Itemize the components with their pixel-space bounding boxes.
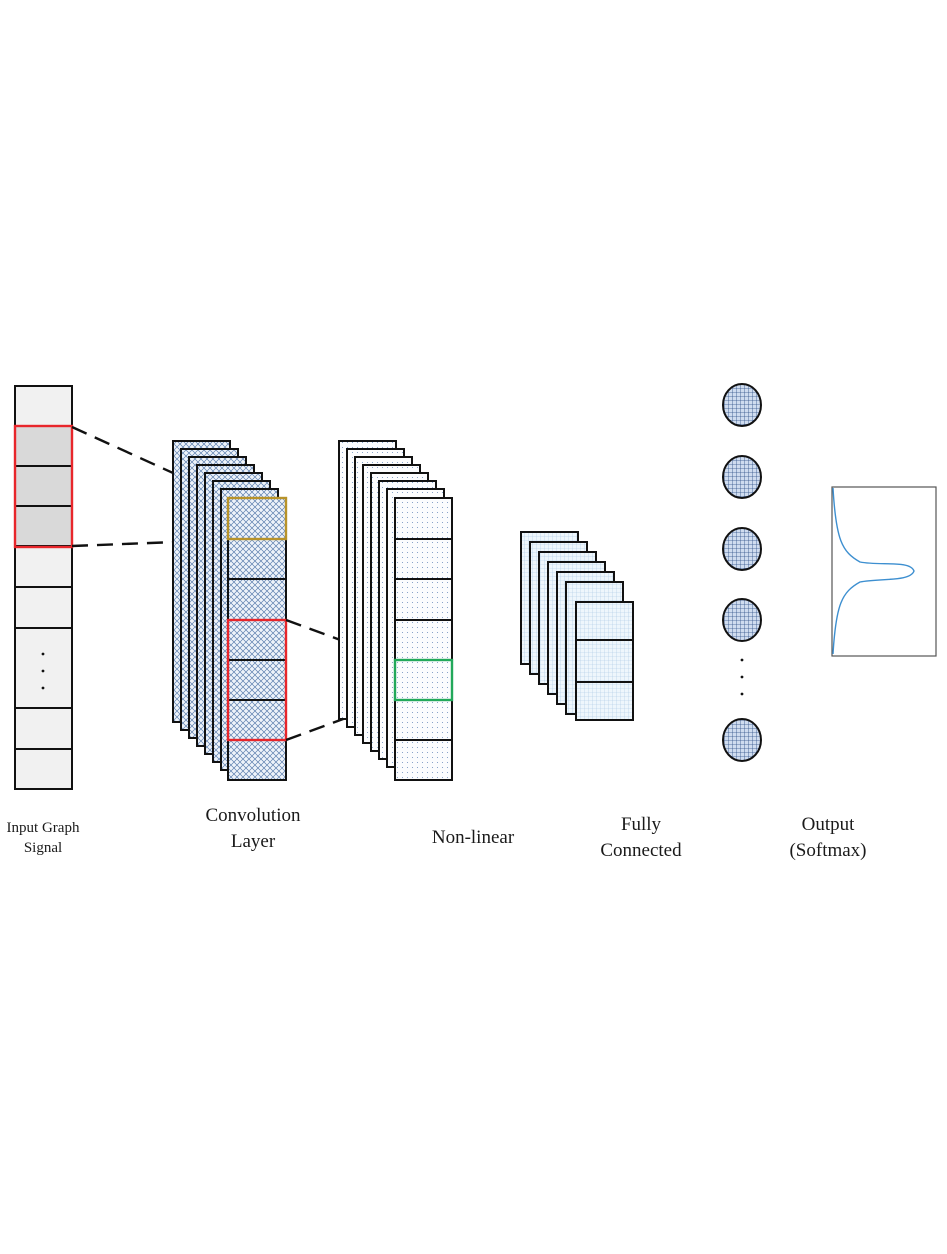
input-label-line1: Input Graph	[7, 820, 80, 836]
conv-receptive-field-highlight	[226, 618, 288, 742]
fully-connected-label-line2: Connected	[600, 840, 682, 861]
output-node	[722, 383, 762, 427]
output-label-line1: Output	[802, 814, 856, 835]
input-cell	[14, 465, 73, 507]
softmax-distribution-curve	[832, 487, 915, 655]
output-node	[722, 455, 762, 499]
output-ellipsis-dots	[740, 658, 744, 696]
output-nodes	[722, 383, 762, 762]
output-label-line2: (Softmax)	[789, 840, 866, 861]
input-cell	[14, 385, 73, 427]
fc-front-map	[575, 601, 634, 721]
input-cell	[14, 627, 73, 709]
conv-front-feature-map	[227, 497, 287, 781]
input-label-line2: Signal	[24, 840, 62, 856]
input-signal-column	[13, 385, 74, 790]
softmax-plot-frame	[831, 486, 937, 657]
nonlinear-front-feature-map	[394, 497, 453, 781]
fully-connected-label-line1: Fully	[621, 814, 662, 835]
input-receptive-field-highlight	[13, 424, 74, 549]
input-cell	[14, 505, 73, 547]
output-node	[722, 718, 762, 762]
softmax-distribution-plot	[831, 486, 937, 657]
convolution-label-line2: Layer	[231, 831, 276, 852]
fully-connected-stack	[520, 531, 634, 721]
convolution-layer-stack	[172, 440, 288, 781]
nonlinear-layer-stack	[338, 440, 454, 781]
output-node	[722, 527, 762, 571]
input-cell	[14, 586, 73, 629]
connector-input-to-conv-top	[71, 425, 229, 500]
output-node	[722, 598, 762, 642]
convolution-label-line1: Convolution	[205, 805, 301, 826]
conv-output-highlight	[226, 496, 288, 541]
input-cell	[14, 425, 73, 467]
input-cell	[14, 545, 73, 588]
nonlinear-label: Non-linear	[432, 827, 515, 848]
input-ellipsis-dots	[41, 652, 45, 690]
input-cell	[14, 707, 73, 750]
nonlinear-output-highlight	[393, 658, 454, 702]
input-cell	[14, 748, 73, 790]
